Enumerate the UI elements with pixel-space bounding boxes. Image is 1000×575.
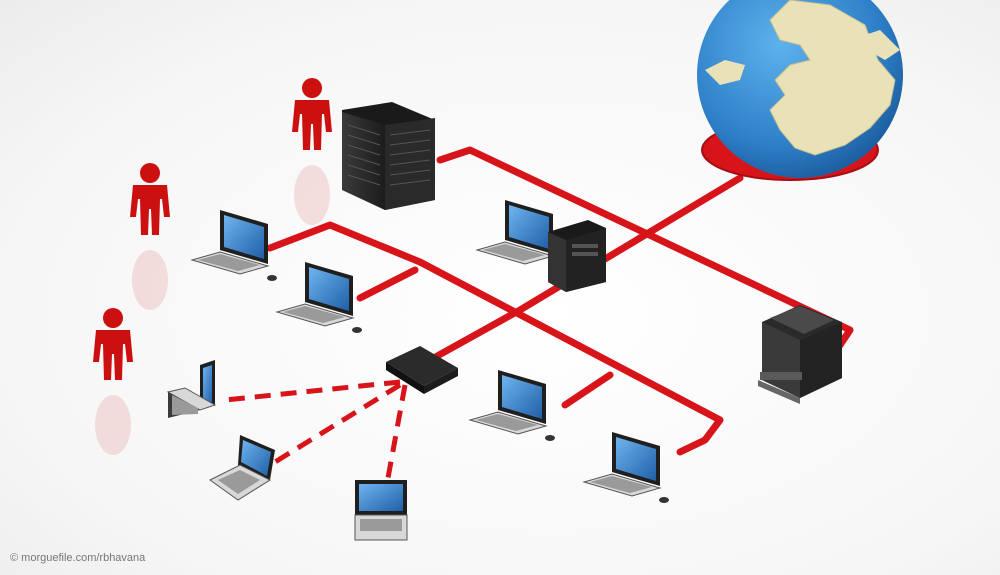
- laptop-icon: [354, 480, 408, 541]
- laptop-icon: [191, 209, 278, 282]
- globe: [697, 0, 903, 181]
- link-lower-laptops: [561, 371, 614, 409]
- network-switch-icon: [386, 346, 458, 394]
- wireless-link-1: [224, 379, 401, 403]
- image-credit: © morguefile.com/rbhavana: [10, 552, 146, 564]
- link-laptop-row: [266, 221, 724, 456]
- wireless-links: [224, 379, 408, 479]
- tower-pc-icon: [548, 220, 606, 292]
- link-laptop-2: [356, 266, 419, 302]
- people: [93, 78, 332, 380]
- laptop-icon: [276, 261, 363, 334]
- printer-icon: [758, 305, 842, 404]
- person-icon: [130, 163, 170, 235]
- server-rack-icon: [342, 102, 435, 210]
- link-globe-to-hub: [426, 174, 744, 364]
- wireless-link-2: [273, 382, 402, 465]
- laptop-icon: [583, 431, 670, 504]
- link-backbone: [436, 146, 854, 349]
- laptop-icon: [209, 435, 275, 501]
- person-icon: [93, 308, 133, 380]
- wireless-link-3: [385, 384, 408, 479]
- network-links: [266, 146, 854, 456]
- wireless-laptops: [166, 360, 408, 541]
- laptop-icon: [469, 369, 556, 442]
- person-icon: [292, 78, 332, 150]
- laptop-icon: [166, 360, 217, 418]
